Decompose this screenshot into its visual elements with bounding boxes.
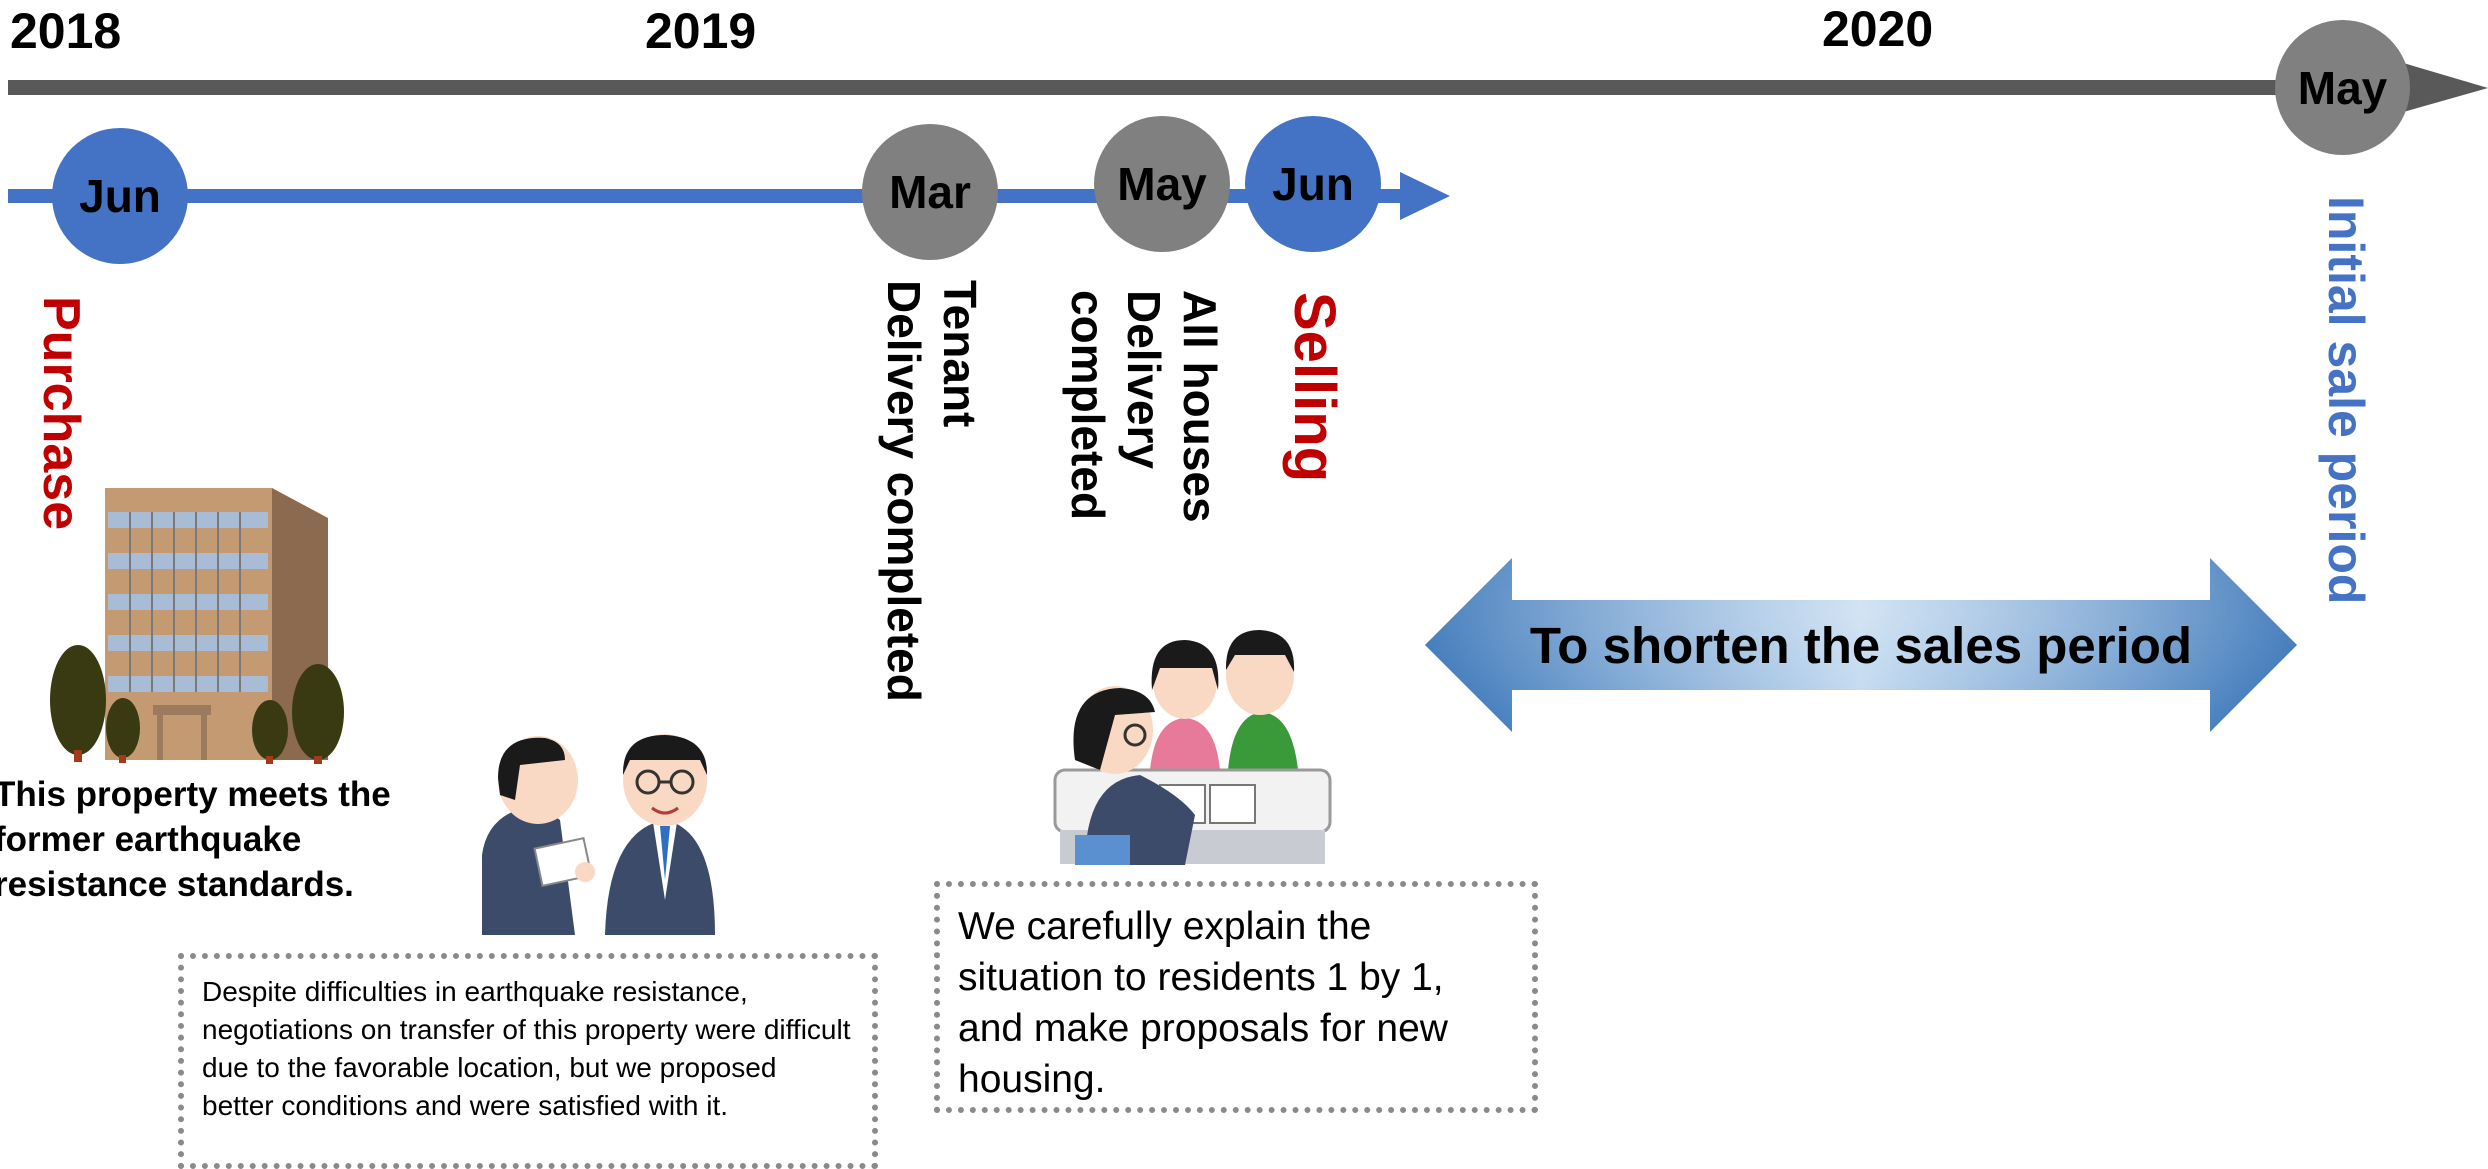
month-label: Mar — [889, 166, 971, 218]
handshake-illustration — [482, 734, 715, 935]
month-marker-mar-2019: Mar — [862, 124, 998, 260]
selling-label: Selling — [1282, 292, 1347, 483]
explanation-note: We carefully explain the situation to re… — [934, 881, 1538, 1113]
sub-timeline-arrow — [8, 172, 1450, 220]
month-marker-jun-2018: Jun — [52, 128, 188, 264]
property-caption: This property meets the former earthquak… — [0, 775, 391, 904]
initial-sale-period-label: Initial sale period — [2318, 196, 2374, 605]
month-label: May — [1117, 158, 1207, 210]
shorten-period-double-arrow — [1425, 558, 2297, 732]
month-marker-may-2019: May — [1094, 116, 1230, 252]
main-timeline-arrow — [8, 62, 2488, 113]
year-label-2018: 2018 — [10, 3, 122, 59]
month-marker-may-2020: May — [2275, 20, 2410, 155]
month-label: May — [2297, 61, 2388, 114]
building-illustration — [50, 488, 344, 764]
shorten-period-text: To shorten the sales period — [1529, 617, 2193, 674]
month-label: Jun — [79, 170, 161, 222]
tenant-delivery-label: Tenant Delivery completed — [878, 280, 986, 702]
purchase-label: Purchase — [32, 296, 90, 531]
year-label-2020: 2020 — [1822, 1, 1934, 57]
explanation-note-text: We carefully explain the situation to re… — [958, 905, 1448, 1101]
month-marker-jun-2019: Jun — [1245, 116, 1381, 252]
year-label-2019: 2019 — [645, 3, 757, 59]
consultation-illustration — [1053, 630, 1332, 865]
negotiation-note: Despite difficulties in earthquake resis… — [178, 953, 878, 1169]
month-label: Jun — [1272, 158, 1354, 210]
all-houses-delivery-label: All houses Delivery completed — [1062, 290, 1226, 523]
negotiation-note-text: Despite difficulties in earthquake resis… — [202, 976, 851, 1121]
